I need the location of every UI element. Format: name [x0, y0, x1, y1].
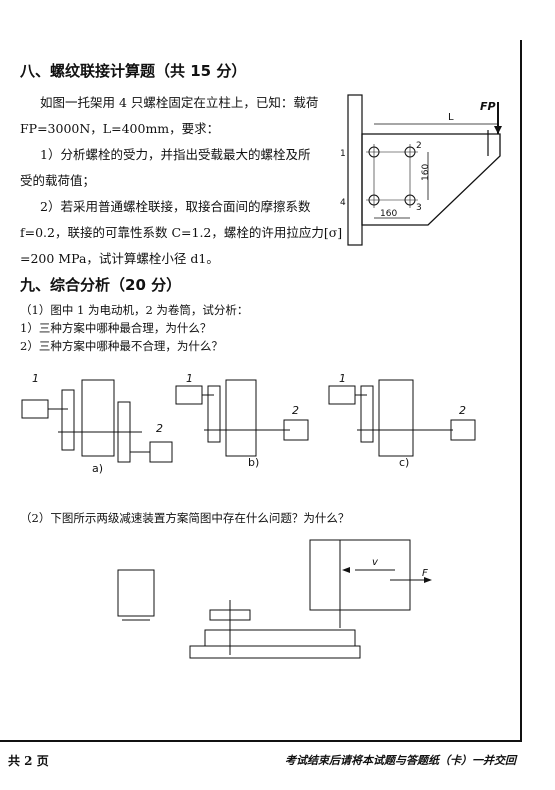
bolt-label-1: 1: [340, 149, 346, 159]
svg-text:2: 2: [292, 404, 299, 417]
scheme-a-label: a): [92, 462, 103, 475]
scheme-b-diagram: 1 2 b): [175, 372, 309, 469]
section9-q1-intro: （1）图中 1 为电动机，2 为卷筒，试分析：: [20, 303, 249, 317]
section8-line1: 如图一托架用 4 只螺栓固定在立柱上，已知：载荷: [40, 95, 319, 110]
section9-q1-b: 2）三种方案中哪种最不合理，为什么？: [20, 339, 223, 353]
svg-text:1: 1: [32, 372, 39, 385]
force-label: FP: [480, 100, 496, 113]
section9-heading: 九、综合分析（20 分）: [20, 276, 182, 294]
belt-shape: [204, 629, 356, 647]
bolt-label-2: 2: [416, 141, 422, 151]
dim-vertical: 160: [421, 164, 431, 181]
conveyor-drum: [309, 539, 411, 611]
motor-shape: [117, 569, 155, 617]
svg-text:2: 2: [156, 422, 163, 435]
dim-horizontal: 160: [380, 209, 397, 219]
svg-text:1: 1: [339, 372, 346, 385]
bracket-figure: L FP 160 160 1 2 3 4: [340, 94, 502, 246]
section8-heading: 八、螺纹联接计算题（共 15 分）: [20, 62, 247, 80]
scheme-a-diagram: 1 2 a): [21, 372, 173, 475]
svg-text:1: 1: [186, 372, 193, 385]
svg-text:2: 2: [459, 404, 466, 417]
scheme-c-diagram: 1 2 c): [328, 372, 476, 469]
bolt-label-3: 3: [416, 203, 422, 213]
section8-line7: =200 MPa，试计算螺栓小径 d1。: [20, 251, 219, 266]
section8-line5: 2）若采用普通螺栓联接，取接合面间的摩擦系数: [40, 199, 311, 214]
footer-note: 考试结束后请将本试题与答题纸（卡）一并交回: [285, 754, 516, 767]
reducer-diagram: v F: [117, 539, 432, 659]
page-border: [0, 40, 522, 742]
v-label: v: [372, 557, 379, 568]
section9-q2: （2）下图所示两级减速装置方案简图中存在什么问题？为什么？: [20, 511, 350, 525]
section8-line3: 1）分析螺栓的受力，并指出受载最大的螺栓及所: [40, 147, 311, 162]
section8-line4: 受的载荷值；: [20, 173, 96, 188]
L-label: L: [448, 112, 454, 123]
scheme-c-label: c): [399, 456, 409, 469]
bolt-label-4: 4: [340, 198, 346, 208]
f-label: F: [422, 568, 428, 579]
scheme-b-label: b): [248, 456, 259, 469]
bolt-holes: [366, 144, 418, 208]
section9-q1-a: 1）三种方案中哪种最合理，为什么？: [20, 321, 212, 335]
page-count: 共 2 页: [8, 754, 49, 768]
section8-line2: FP=3000N，L=400mm，要求：: [20, 121, 220, 136]
section8-line6: f=0.2，联接的可靠性系数 C=1.2，螺栓的许用拉应力[σ]: [20, 225, 343, 240]
